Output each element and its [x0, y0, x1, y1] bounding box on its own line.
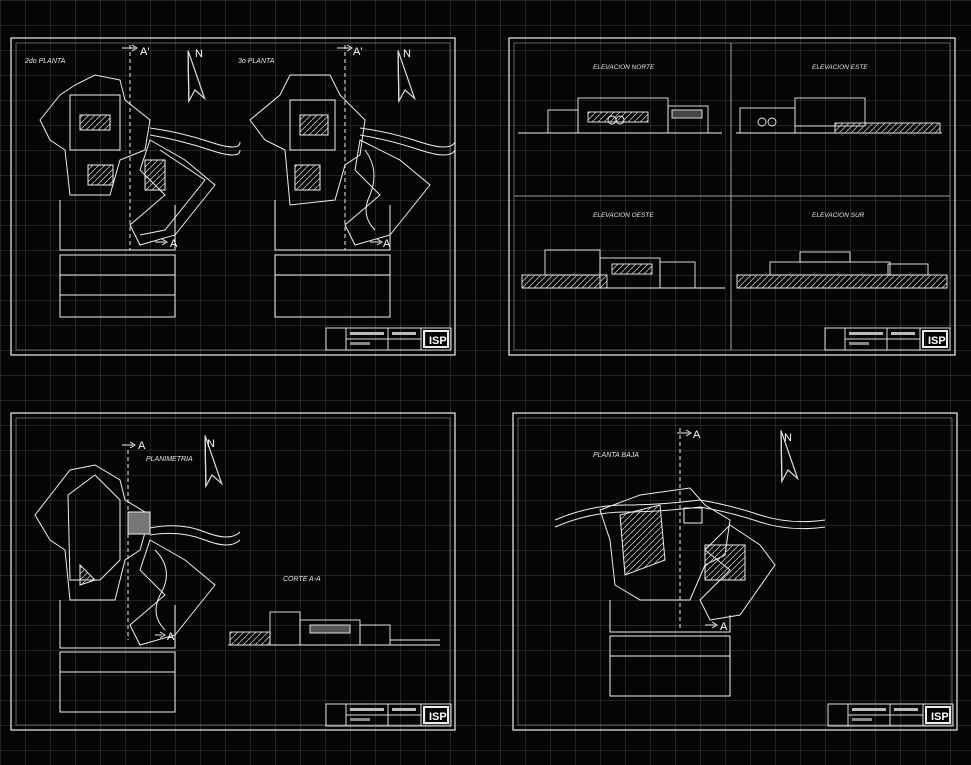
svg-text:A: A — [167, 631, 175, 643]
floor-plan-3 — [249, 45, 456, 318]
sheet-3-frame — [10, 412, 456, 731]
section-mark-a-5: A — [677, 429, 701, 441]
section-mark-a-3: A — [122, 440, 146, 452]
section-mark-a-2: A — [370, 238, 391, 250]
elevation-sur — [736, 251, 948, 289]
section-aa-drawing — [228, 611, 440, 646]
svg-text:A: A — [138, 440, 146, 452]
north-label-2: N — [403, 48, 411, 60]
svg-text:A': A' — [353, 46, 362, 58]
title-block-3 — [325, 703, 452, 727]
svg-text:A: A — [383, 238, 391, 250]
svg-text:A: A — [720, 621, 728, 633]
elevation-este — [736, 97, 942, 134]
label-elevacion-sur: ELEVACION SUR — [812, 212, 865, 219]
sheet-4-frame — [512, 412, 958, 731]
label-elevacion-norte: ELEVACION NORTE — [593, 64, 655, 71]
north-label-1: N — [195, 48, 203, 60]
sheet-3[interactable]: PLANIMETRIA CORTE A-A — [10, 412, 456, 731]
site-plan — [34, 450, 241, 713]
svg-text:A': A' — [140, 46, 149, 58]
sheet-1[interactable]: 2do PLANTA 3o PLANTA A' A — [10, 37, 456, 356]
elevation-norte — [518, 97, 722, 134]
ground-floor-plan — [554, 428, 826, 697]
title-block-1 — [325, 327, 452, 351]
label-planimetria: PLANIMETRIA — [146, 456, 193, 463]
floor-plan-2 — [39, 45, 241, 318]
label-planta-baja: PLANTA BAJA — [593, 452, 639, 459]
label-corte-aa: CORTE A-A — [283, 576, 321, 583]
section-mark-a-6: A — [705, 621, 728, 633]
north-label-3: N — [207, 438, 215, 450]
section-mark-a-4: A — [155, 631, 175, 643]
sheet-2-frame — [508, 37, 956, 356]
title-block-4 — [827, 703, 954, 727]
sheet-4[interactable]: PLANTA BAJA A A N — [512, 412, 958, 731]
sheet-2[interactable]: ELEVACION NORTE ELEVACION ESTE ELEVACION… — [508, 37, 956, 356]
svg-text:A: A — [693, 429, 701, 441]
section-mark-a-prime-2: A' — [337, 44, 362, 58]
label-2do-planta: 2do PLANTA — [24, 58, 66, 65]
section-mark-a-1: A — [155, 238, 178, 250]
section-mark-a-prime-1: A' — [122, 44, 149, 58]
elevation-oeste — [521, 249, 725, 289]
sheet-1-frame — [10, 37, 456, 356]
title-block-2 — [824, 327, 951, 351]
label-elevacion-oeste: ELEVACION OESTE — [593, 212, 654, 219]
svg-text:A: A — [170, 238, 178, 250]
label-3o-planta: 3o PLANTA — [238, 58, 275, 65]
label-elevacion-este: ELEVACION ESTE — [812, 64, 868, 71]
north-label-4: N — [784, 432, 792, 444]
